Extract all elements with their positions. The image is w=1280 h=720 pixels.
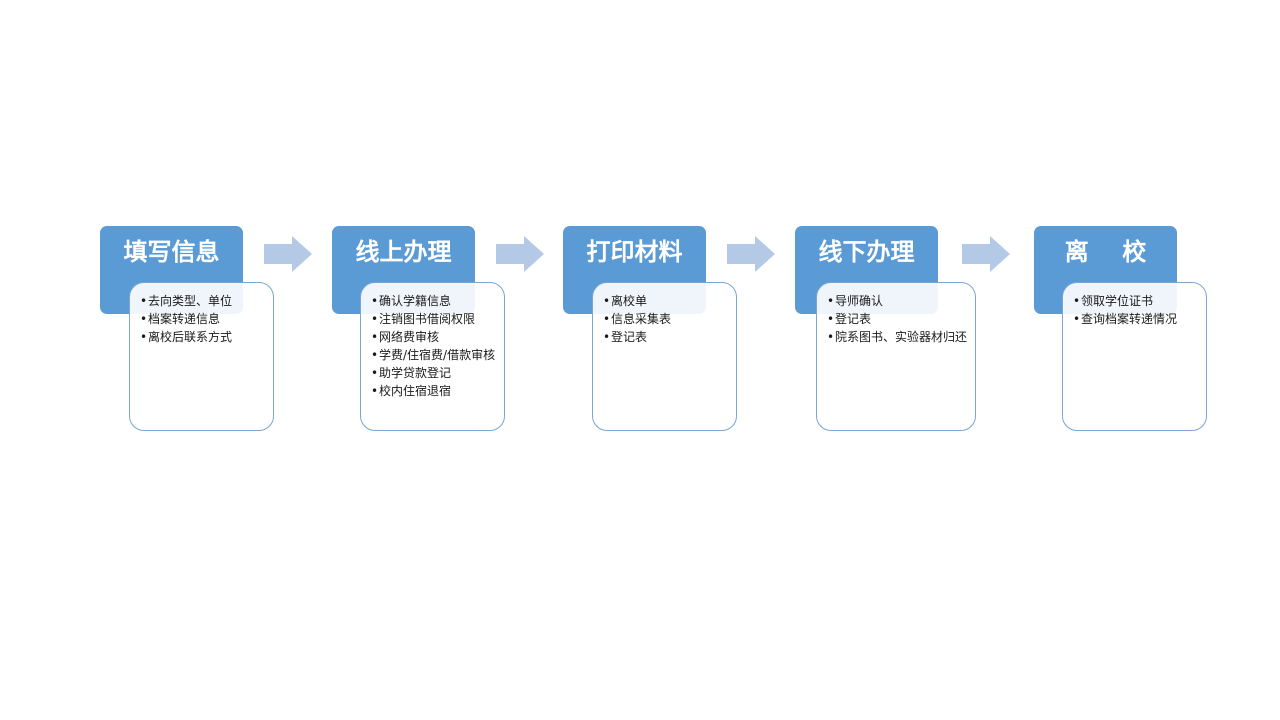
step-item: 登记表 [603, 329, 730, 345]
right-arrow-icon [727, 236, 775, 272]
step-item-list: 确认学籍信息 注销图书借阅权限 网络费审核 学费/住宿费/借款审核 助学贷款登记… [371, 293, 498, 399]
step-details: 离校单 信息采集表 登记表 [592, 282, 737, 431]
right-arrow-icon [496, 236, 544, 272]
step-item: 助学贷款登记 [371, 365, 498, 381]
step-details: 领取学位证书 查询档案转递情况 [1062, 282, 1207, 431]
step-item-list: 领取学位证书 查询档案转递情况 [1073, 293, 1200, 327]
right-arrow-icon [264, 236, 312, 272]
step-item: 去向类型、单位 [140, 293, 267, 309]
step-details: 导师确认 登记表 院系图书、实验器材归还 [816, 282, 976, 431]
step-item: 网络费审核 [371, 329, 498, 345]
step-item: 离校后联系方式 [140, 329, 267, 345]
step-item-list: 离校单 信息采集表 登记表 [603, 293, 730, 345]
step-details: 去向类型、单位 档案转递信息 离校后联系方式 [129, 282, 274, 431]
step-item-list: 导师确认 登记表 院系图书、实验器材归还 [827, 293, 969, 345]
step-item-list: 去向类型、单位 档案转递信息 离校后联系方式 [140, 293, 267, 345]
step-item: 查询档案转递情况 [1073, 311, 1200, 327]
step-item: 导师确认 [827, 293, 969, 309]
step-item: 注销图书借阅权限 [371, 311, 498, 327]
step-item: 离校单 [603, 293, 730, 309]
step-details: 确认学籍信息 注销图书借阅权限 网络费审核 学费/住宿费/借款审核 助学贷款登记… [360, 282, 505, 431]
step-item: 学费/住宿费/借款审核 [371, 347, 498, 363]
step-item: 确认学籍信息 [371, 293, 498, 309]
step-item: 校内住宿退宿 [371, 383, 498, 399]
step-item: 院系图书、实验器材归还 [827, 329, 969, 345]
step-item: 领取学位证书 [1073, 293, 1200, 309]
step-item: 档案转递信息 [140, 311, 267, 327]
step-item: 信息采集表 [603, 311, 730, 327]
step-item: 登记表 [827, 311, 969, 327]
right-arrow-icon [962, 236, 1010, 272]
